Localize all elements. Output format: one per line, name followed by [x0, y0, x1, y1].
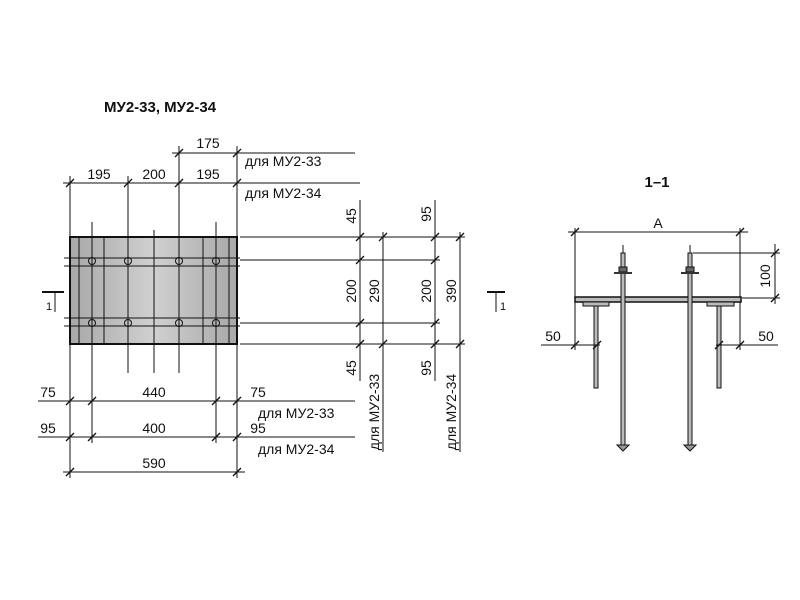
label-mu2-33-top: для МУ2-33	[245, 153, 322, 169]
dim-175: 175	[196, 135, 220, 151]
right-dimensions: 45 200 290 45 для МУ2-33 95 200 390 95 д…	[240, 200, 465, 452]
label-mu2-34-bottom: для МУ2-34	[258, 441, 335, 457]
bolt-hole	[212, 319, 220, 327]
dim-50-left: 50	[545, 328, 561, 344]
label-mu2-34-top: для МУ2-34	[245, 185, 322, 201]
section-plate	[574, 296, 742, 303]
bolt-hole	[88, 257, 96, 265]
bolt-hole	[124, 257, 132, 265]
svg-text:1: 1	[500, 301, 506, 313]
plate-inner-lines	[64, 146, 240, 478]
dim-95-left: 95	[40, 420, 56, 436]
section-title: 1–1	[644, 174, 669, 191]
dim-100: 100	[757, 264, 773, 288]
bolt-hole	[212, 257, 220, 265]
plan-view: МУ2-33, МУ2-34	[38, 99, 506, 478]
dim-75-right: 75	[250, 384, 266, 400]
short-rod-left	[593, 305, 599, 389]
dim-45-top: 45	[343, 208, 359, 224]
dim-a: A	[653, 215, 663, 231]
dim-75-left: 75	[40, 384, 56, 400]
svg-text:1: 1	[46, 301, 52, 313]
dim-95-right: 95	[250, 420, 266, 436]
dim-440: 440	[142, 384, 166, 400]
section-view: 1–1 A	[541, 174, 780, 452]
section-mark-right: 1	[487, 291, 506, 313]
dim-95-top: 95	[418, 206, 434, 222]
dim-390: 390	[443, 279, 459, 303]
dim-590: 590	[142, 455, 166, 471]
bolt-hole	[124, 319, 132, 327]
dim-95-bottom: 95	[418, 360, 434, 376]
stiffener-right	[706, 301, 735, 307]
dim-45-bottom: 45	[343, 360, 359, 376]
bolt-hole	[175, 319, 183, 327]
label-mu2-34-right: для МУ2-34	[443, 374, 459, 451]
dim-200-b: 200	[418, 279, 434, 303]
bolt-hole	[88, 319, 96, 327]
top-dimensions: 195 200 195 175 для МУ2-33 для МУ2-34	[63, 135, 360, 201]
anchor-bolt-right	[681, 245, 699, 452]
anchor-bolt-holes	[88, 257, 220, 327]
dim-50-right: 50	[758, 328, 774, 344]
label-mu2-33-bottom: для МУ2-33	[258, 405, 335, 421]
dim-200: 200	[142, 166, 166, 182]
anchor-bolt-left	[614, 245, 632, 452]
dim-290: 290	[366, 279, 382, 303]
bolt-hole	[175, 257, 183, 265]
dim-200-a: 200	[343, 279, 359, 303]
dim-400: 400	[142, 420, 166, 436]
plan-title: МУ2-33, МУ2-34	[104, 99, 217, 116]
bottom-dimensions: 75 440 75 для МУ2-33 95 400 95 для МУ2-3…	[38, 384, 355, 477]
dim-195-left: 195	[87, 166, 111, 182]
section-mark-left: 1	[42, 291, 64, 313]
dim-195-right: 195	[196, 166, 220, 182]
label-mu2-33-right: для МУ2-33	[366, 374, 382, 451]
stiffener-left	[582, 301, 610, 307]
